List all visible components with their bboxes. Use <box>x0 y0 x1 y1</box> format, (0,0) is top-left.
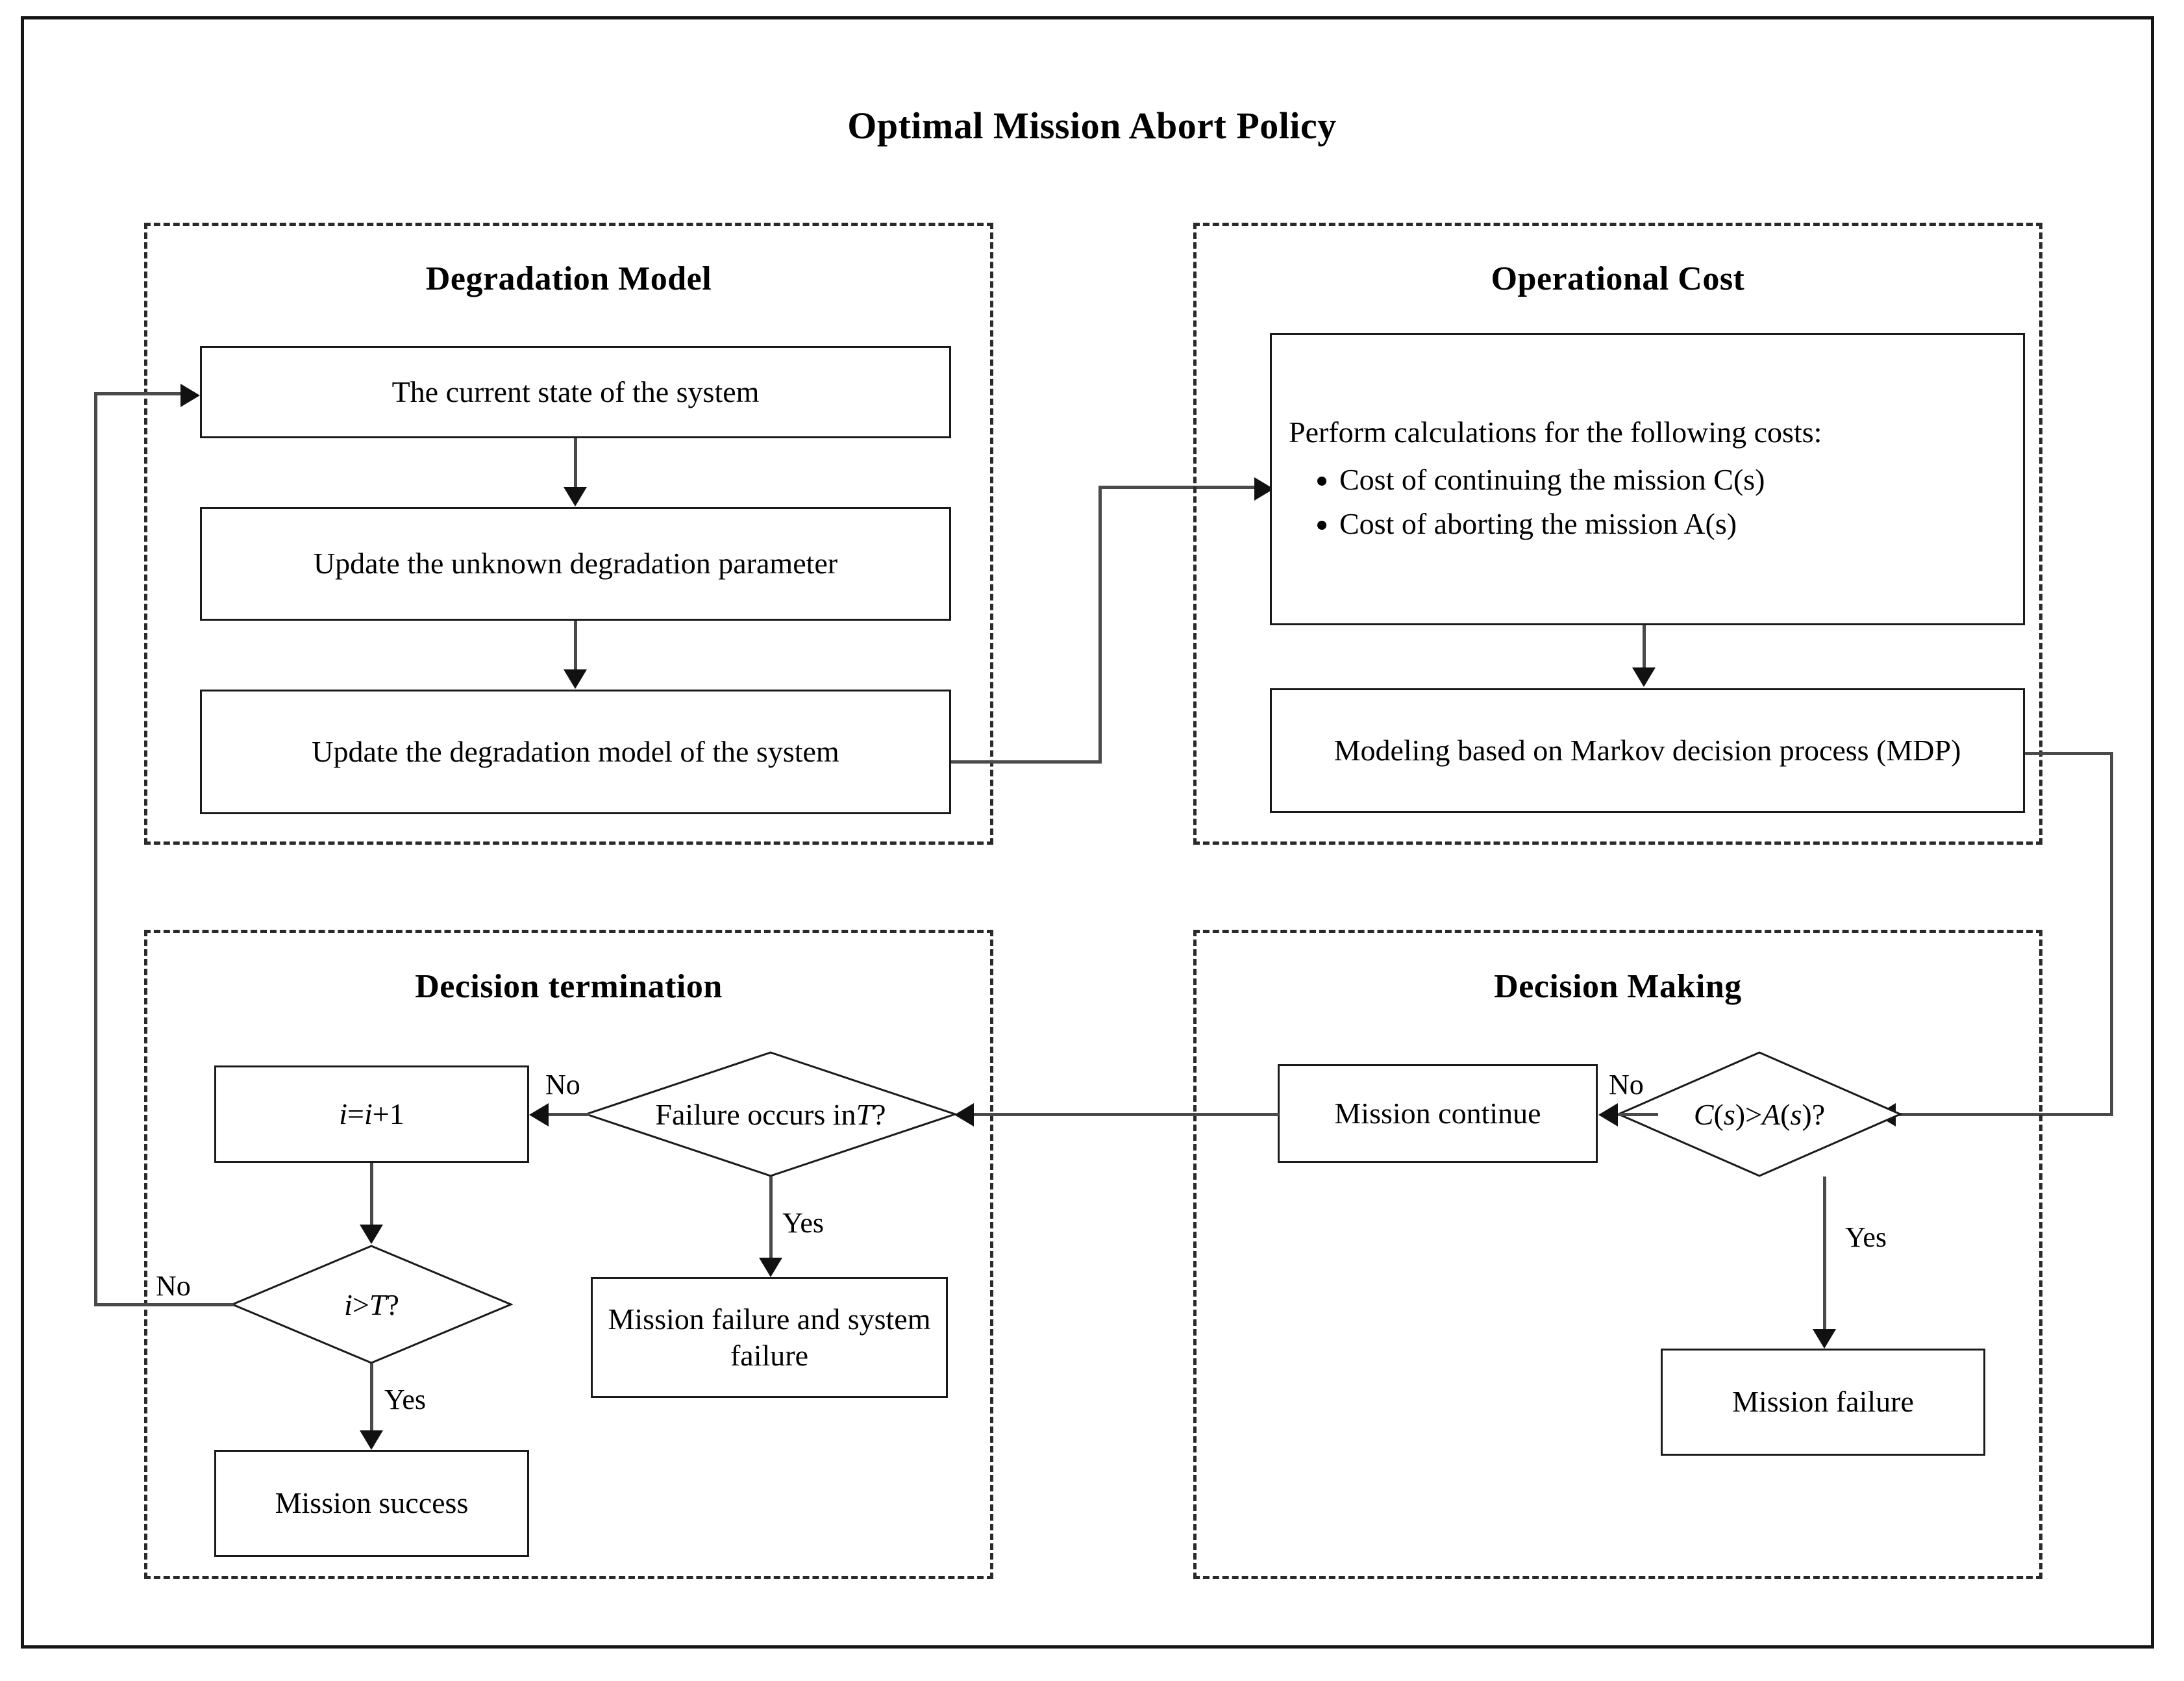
arrowhead-param-to-model <box>564 669 587 689</box>
box-current-state[interactable]: The current state of the system <box>200 346 951 438</box>
edge-increment-to-iT <box>370 1163 373 1228</box>
edge-failure-yes <box>769 1177 773 1261</box>
edge-param-to-model <box>574 621 577 673</box>
box-update-parameter[interactable]: Update the unknown degradation parameter <box>200 507 951 621</box>
edge-mdp-to-compare-seg3 <box>1896 1113 2112 1116</box>
panel-degradation-model-title: Degradation Model <box>425 260 712 297</box>
edge-mdp-to-compare-seg1 <box>2025 752 2113 755</box>
box-increment-label: i=i+1 <box>339 1097 404 1130</box>
diamond-failure-label: Failure occurs in T? <box>655 1097 886 1131</box>
arrowhead-iT-yes <box>360 1430 383 1450</box>
cost-list-lead: Perform calculations for the following c… <box>1289 415 1822 449</box>
cost-item-continue: Cost of continuing the mission C(s) <box>1339 458 1822 502</box>
panel-operational-cost-title: Operational Cost <box>1491 260 1745 297</box>
box-mission-success[interactable]: Mission success <box>214 1450 529 1557</box>
edge-label-compare-yes: Yes <box>1845 1221 1887 1253</box>
diamond-failure-occurs-in-T[interactable]: Failure occurs in T? <box>584 1051 957 1178</box>
diamond-failure-shape <box>584 1051 957 1177</box>
arrowhead-failure-yes <box>759 1258 782 1277</box>
edge-iT-yes <box>370 1363 373 1434</box>
edge-iT-no-seg3 <box>94 392 184 395</box>
diamond-i-greater-T[interactable]: i > T? <box>230 1244 513 1365</box>
edge-label-iT-no: No <box>156 1270 191 1302</box>
box-cost-calculations[interactable]: Perform calculations for the following c… <box>1270 333 2025 625</box>
diamond-i-greater-T-shape <box>230 1245 513 1364</box>
edge-label-failure-yes: Yes <box>782 1207 825 1239</box>
figure-title: Optimal Mission Abort Policy <box>847 105 1337 147</box>
panel-decision-termination-title: Decision termination <box>415 968 723 1005</box>
arrowhead-continue-to-failure <box>954 1103 974 1127</box>
edge-cost-to-mdp <box>1643 625 1646 671</box>
diamond-cost-compare[interactable]: C(s)>A(s)? <box>1617 1051 1902 1178</box>
edge-mdp-to-compare-seg2 <box>2110 752 2113 1116</box>
box-increment-i[interactable]: i=i+1 <box>214 1065 529 1163</box>
panel-decision-termination <box>144 930 993 1579</box>
cost-list: Perform calculations for the following c… <box>1289 411 1822 547</box>
panel-decision-making-title: Decision Making <box>1494 968 1742 1005</box>
panel-operational-cost <box>1193 223 2042 845</box>
edge-label-iT-yes: Yes <box>384 1384 427 1415</box>
edge-iT-no-seg2 <box>94 392 97 1305</box>
box-mission-failure[interactable]: Mission failure <box>1661 1349 1985 1456</box>
edge-model-to-cost-seg1 <box>951 760 1102 764</box>
diamond-cost-compare-shape <box>1617 1051 1902 1177</box>
edge-current-to-param <box>574 438 577 490</box>
box-mdp[interactable]: Modeling based on Markov decision proces… <box>1270 688 2025 813</box>
arrowhead-current-to-param <box>564 487 587 506</box>
arrowhead-compare-no-to-continue <box>1598 1103 1618 1127</box>
panel-decision-making <box>1193 930 2042 1579</box>
edge-failure-no-to-increment <box>549 1113 589 1116</box>
edge-model-to-cost-seg2 <box>1098 486 1102 764</box>
edge-compare-no-to-continue <box>1618 1113 1658 1116</box>
edge-compare-yes <box>1823 1177 1826 1332</box>
edge-iT-no-seg1 <box>94 1303 234 1306</box>
edge-label-failure-no: No <box>545 1069 580 1101</box>
box-mission-failure-and-system-failure[interactable]: Mission failure and system failure <box>591 1277 948 1398</box>
arrowhead-cost-to-mdp <box>1632 667 1656 687</box>
arrowhead-loop-to-current-state <box>180 384 200 407</box>
arrowhead-increment-to-iT <box>360 1225 383 1244</box>
diamond-i-greater-T-label: i > T? <box>344 1288 399 1321</box>
diamond-cost-compare-label: C(s)>A(s)? <box>1693 1097 1826 1131</box>
box-update-degradation-model[interactable]: Update the degradation model of the syst… <box>200 690 951 814</box>
edge-continue-to-failure <box>974 1113 1279 1116</box>
arrowhead-compare-yes <box>1813 1329 1836 1349</box>
edge-model-to-cost-seg3 <box>1098 486 1257 489</box>
cost-item-abort: Cost of aborting the mission A(s) <box>1339 503 1822 546</box>
edge-label-compare-no: No <box>1609 1069 1644 1101</box>
box-mission-continue[interactable]: Mission continue <box>1278 1064 1598 1163</box>
arrowhead-failure-no-to-increment <box>529 1103 549 1127</box>
panel-degradation-model <box>144 223 993 845</box>
